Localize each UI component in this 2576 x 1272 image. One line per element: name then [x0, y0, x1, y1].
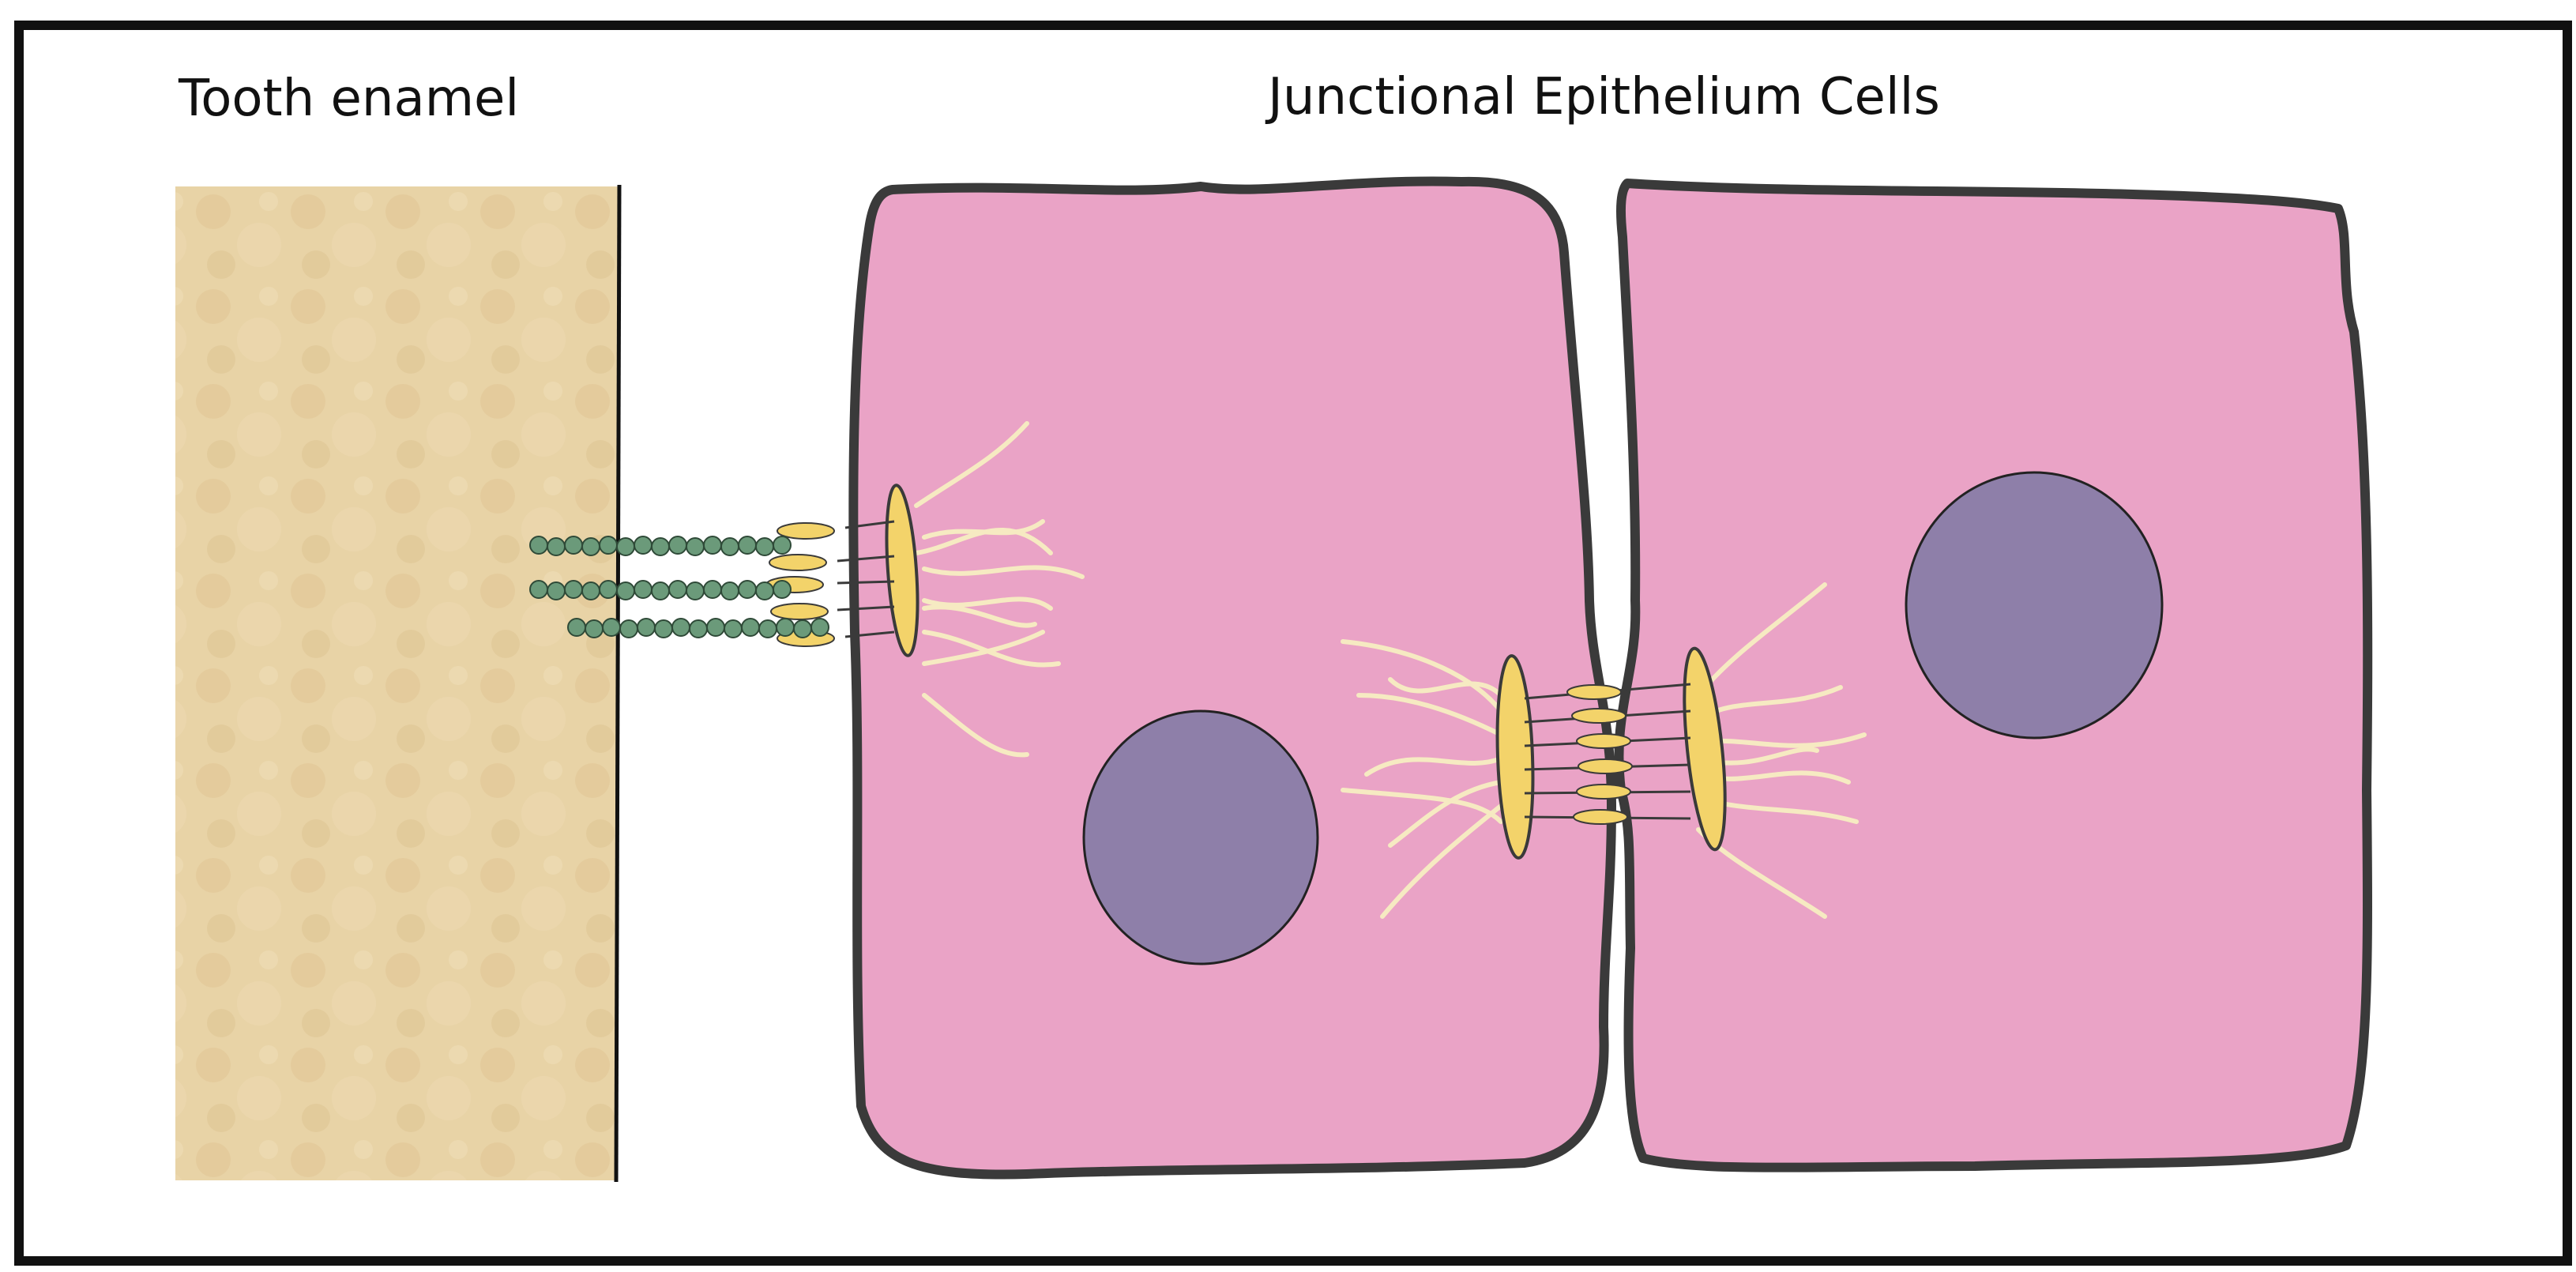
- epithelial-cell-left: [848, 176, 1616, 1180]
- nucleus-left: [1082, 709, 1319, 965]
- junctional-cells-label: Junctional Epithelium Cells: [1268, 68, 1940, 126]
- hemidesmosome-plaque: [885, 484, 919, 657]
- tooth-enamel: [175, 186, 618, 1180]
- laminin-chains: [529, 536, 829, 638]
- enamel-surface-line: [614, 184, 622, 1183]
- integrin-linkers: [837, 520, 895, 638]
- desmosome-plaque-right: [1683, 646, 1727, 852]
- nucleus-right: [1905, 471, 2164, 739]
- desmosome-plaque-left: [1495, 654, 1535, 860]
- intermediate-filaments-hemidesmosome: [914, 421, 1085, 758]
- cadherin-domains: [1566, 684, 1633, 825]
- tooth-enamel-label: Tooth enamel: [179, 70, 520, 128]
